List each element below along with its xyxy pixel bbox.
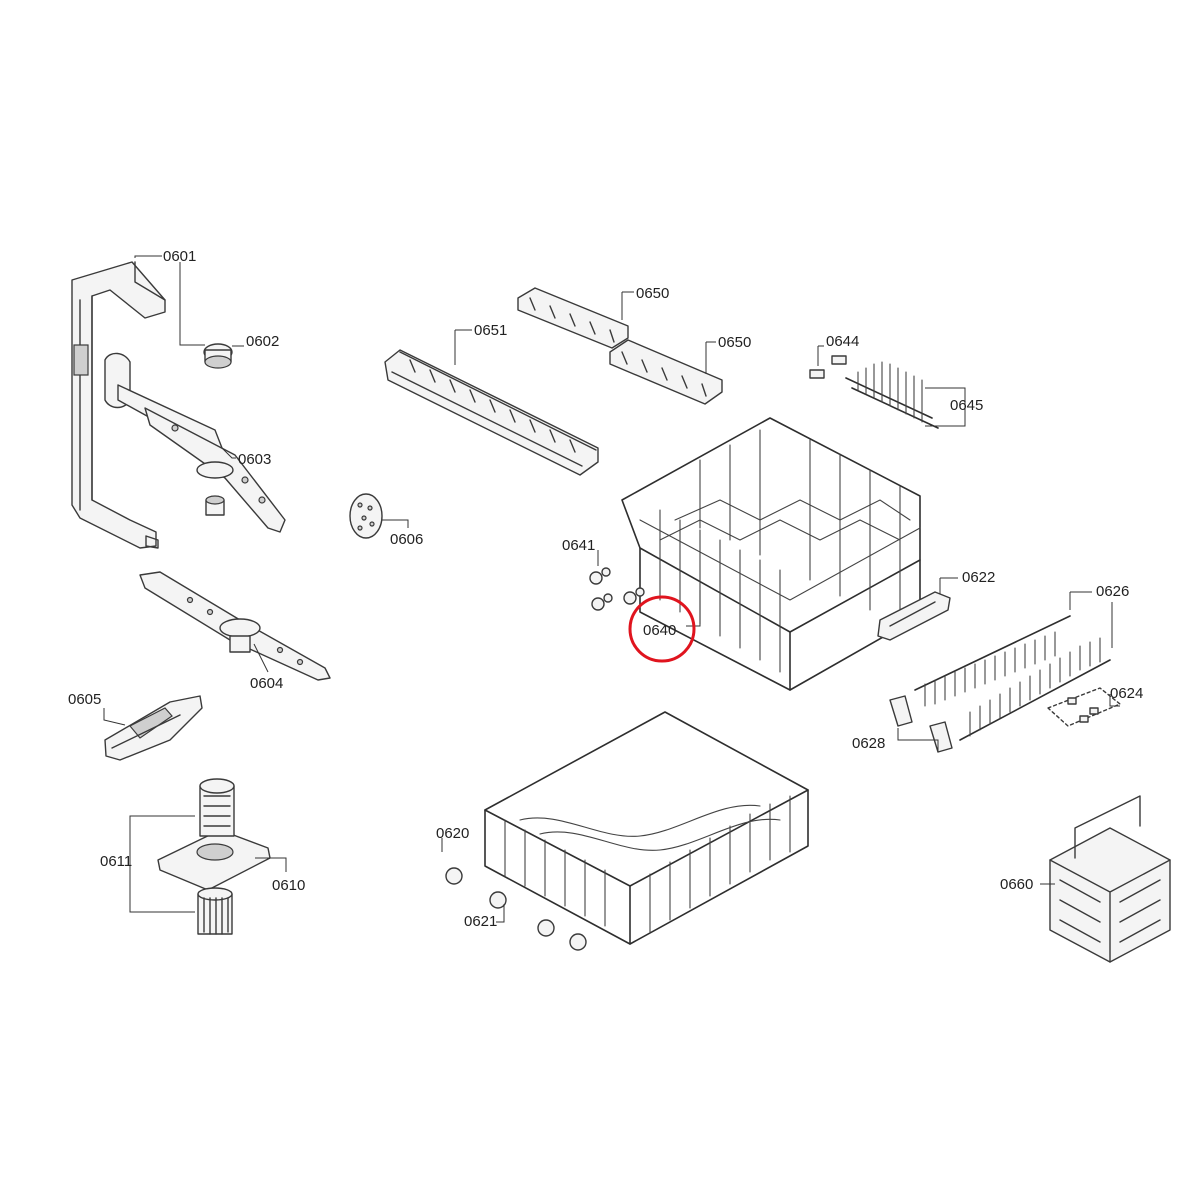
svg-text:0611: 0611	[100, 853, 132, 870]
part-0650-cup-shelf-a[interactable]	[517, 287, 629, 349]
callout-0626: 0626	[1069, 583, 1129, 648]
svg-text:0640: 0640	[643, 622, 676, 639]
callout-0601: 0601	[134, 248, 205, 346]
part-0650-cup-shelf-b[interactable]	[609, 339, 723, 405]
part-0626-folding-tines[interactable]	[914, 615, 1111, 741]
svg-text:0601: 0601	[163, 248, 196, 265]
svg-text:0624: 0624	[1110, 685, 1143, 702]
part-0640-upper-basket[interactable]	[621, 417, 921, 691]
svg-text:0650: 0650	[718, 334, 751, 351]
svg-text:0622: 0622	[962, 569, 995, 586]
part-0644-clip[interactable]	[809, 355, 847, 379]
callout-0624: 0624	[1109, 685, 1143, 707]
callout-0611: 0611	[100, 815, 195, 913]
callout-0641: 0641	[562, 537, 599, 566]
part-0606-filter-disc[interactable]	[349, 493, 383, 539]
svg-text:0645: 0645	[950, 397, 983, 414]
highlight-circle	[628, 595, 696, 663]
part-0660-cutlery-basket[interactable]	[1049, 795, 1171, 963]
svg-text:0626: 0626	[1096, 583, 1129, 600]
part-0610-filter-base[interactable]	[157, 829, 271, 891]
svg-text:0650: 0650	[636, 285, 669, 302]
svg-text:0651: 0651	[474, 322, 507, 339]
callout-0606: 0606	[382, 519, 423, 548]
svg-text:0628: 0628	[852, 735, 885, 752]
callout-0621: 0621	[464, 904, 505, 930]
part-0601-supply-pipe[interactable]	[71, 261, 166, 549]
part-0624-clips[interactable]	[1047, 687, 1121, 727]
callout-0610: 0610	[255, 857, 305, 894]
callout-0622: 0622	[939, 569, 995, 594]
callout-0605: 0605	[68, 691, 126, 726]
part-0611-filter-cylinder[interactable]	[197, 778, 235, 935]
callout-0650a: 0650	[621, 285, 669, 320]
part-0620-lower-basket[interactable]	[484, 711, 809, 945]
svg-text:0660: 0660	[1000, 876, 1033, 893]
svg-text:0602: 0602	[246, 333, 279, 350]
callout-0620: 0620	[436, 825, 469, 852]
callout-0644: 0644	[817, 333, 859, 366]
part-0602-valve[interactable]	[203, 343, 233, 369]
svg-text:0606: 0606	[390, 531, 423, 548]
svg-text:0610: 0610	[272, 877, 305, 894]
part-0651-cutlery-drawer[interactable]	[384, 349, 599, 476]
part-0645-tine-row[interactable]	[845, 361, 939, 429]
part-0628-brackets[interactable]	[889, 695, 953, 753]
callout-0645: 0645	[925, 387, 983, 427]
callout-0602: 0602	[232, 333, 279, 350]
svg-text:0641: 0641	[562, 537, 595, 554]
callout-0650b: 0650	[705, 334, 751, 374]
part-0603-upper-spray-arm[interactable]	[104, 352, 286, 533]
svg-text:0604: 0604	[250, 675, 283, 692]
part-0605-filter-plate[interactable]	[104, 695, 203, 761]
callout-0604: 0604	[250, 643, 283, 692]
callout-0651: 0651	[454, 322, 507, 365]
callout-0628: 0628	[852, 728, 939, 752]
svg-text:0603: 0603	[238, 451, 271, 468]
svg-text:0621: 0621	[464, 913, 497, 930]
part-0620-0621-wheels[interactable]	[445, 867, 587, 951]
callout-0603: 0603	[221, 447, 271, 468]
part-0622-handle[interactable]	[877, 591, 951, 641]
svg-text:0605: 0605	[68, 691, 101, 708]
svg-text:0620: 0620	[436, 825, 469, 842]
part-0641-rollers[interactable]	[589, 567, 645, 611]
callout-0640[interactable]: 0640	[628, 590, 701, 663]
part-0604-lower-spray-arm[interactable]	[139, 571, 331, 681]
callout-0660: 0660	[1000, 876, 1055, 893]
svg-text:0644: 0644	[826, 333, 859, 350]
